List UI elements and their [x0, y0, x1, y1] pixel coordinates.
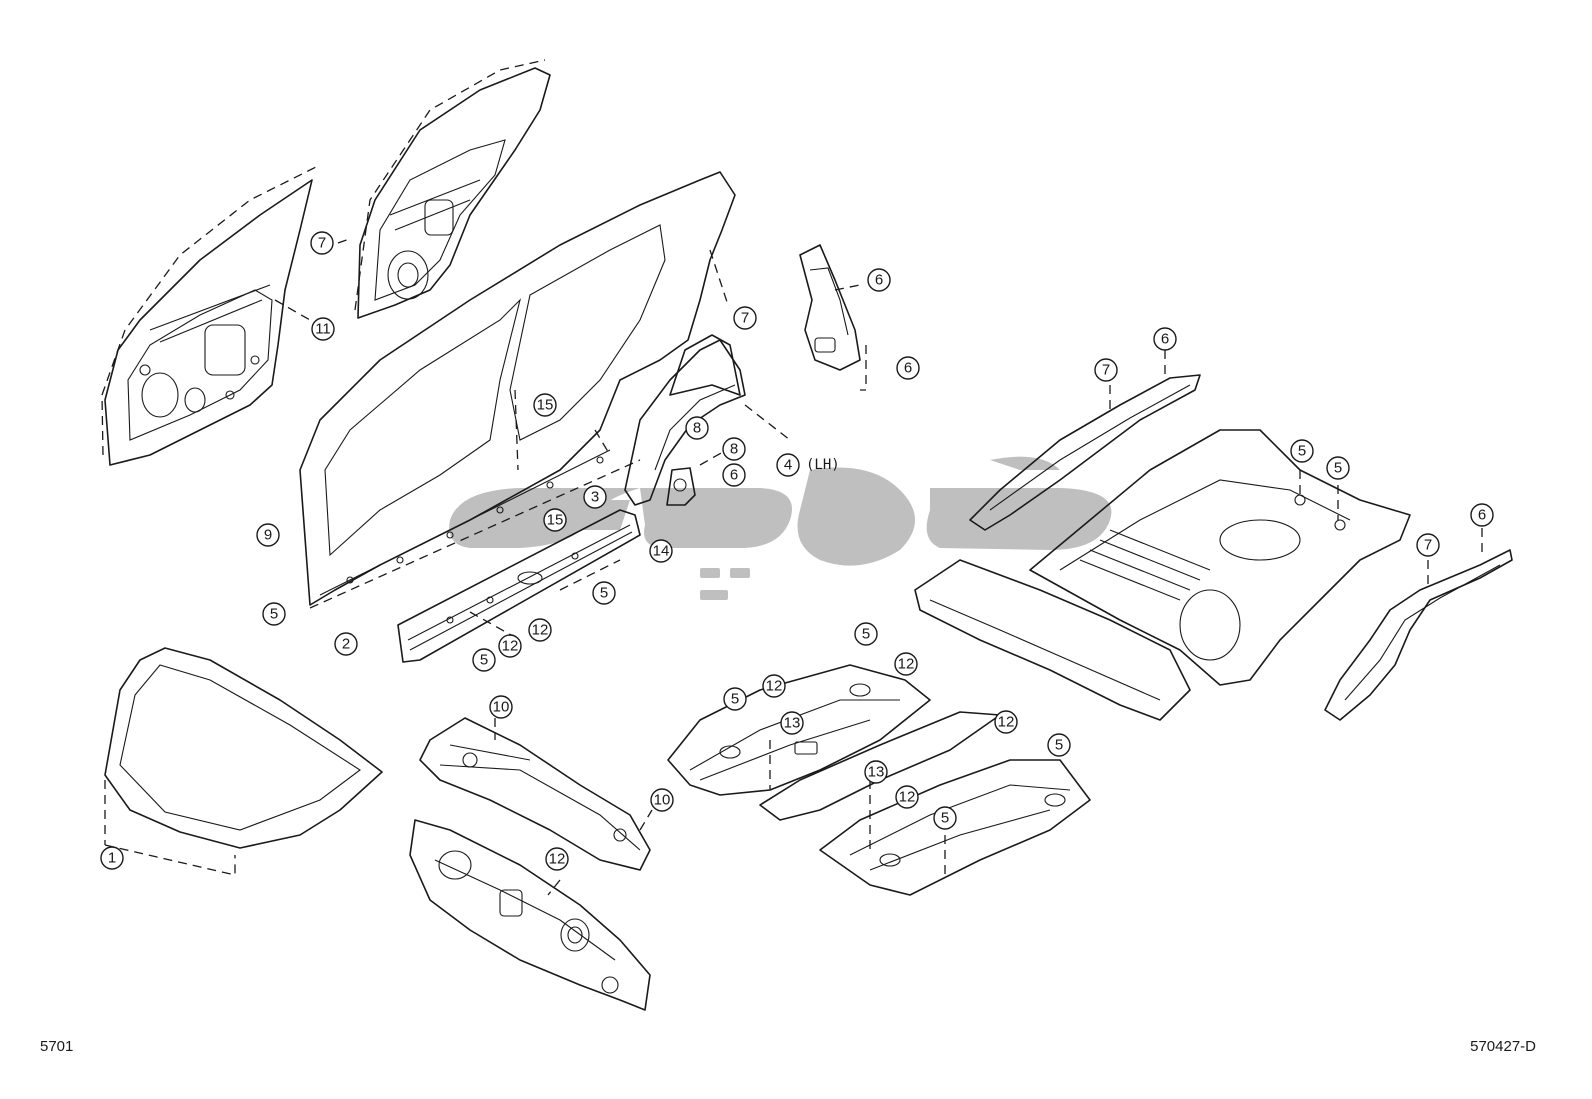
svg-text:13: 13: [784, 715, 801, 732]
front-door-panel: [101, 164, 321, 466]
callout-9: 9: [256, 523, 280, 547]
callout-6: 6: [1153, 327, 1177, 351]
svg-text:14: 14: [653, 543, 670, 560]
svg-text:12: 12: [502, 638, 519, 655]
callout-15: 15: [543, 508, 567, 532]
callout-5: 5: [1326, 456, 1350, 480]
cowl-top-panel: [419, 717, 653, 871]
rocker-sill-panel: [397, 509, 641, 663]
callout-8: 8: [722, 437, 746, 461]
callout-5: 5: [933, 806, 957, 830]
svg-text:11: 11: [315, 321, 331, 338]
svg-text:5: 5: [1298, 443, 1306, 460]
callout-5: 5: [1290, 439, 1314, 463]
svg-text:13: 13: [868, 764, 885, 781]
dash-panel: [409, 819, 651, 1011]
callout-13: 13: [780, 711, 804, 735]
callout-4: 4: [776, 453, 800, 477]
diagram-reference: 570427-D: [1470, 1038, 1536, 1055]
rear-side-member-left: [969, 350, 1201, 531]
side-tag: (LH): [806, 457, 840, 473]
svg-text:6: 6: [730, 467, 738, 484]
svg-text:15: 15: [537, 397, 554, 414]
svg-text:5: 5: [1334, 460, 1342, 477]
callout-8: 8: [685, 416, 709, 440]
quarter-inner-brace: [799, 244, 867, 391]
svg-text:5: 5: [270, 606, 278, 623]
callout-12: 12: [895, 785, 919, 809]
callout-15: 15: [533, 393, 557, 417]
hood-panel: [104, 647, 383, 876]
svg-text:8: 8: [730, 441, 738, 458]
callout-11: 11: [311, 317, 335, 341]
svg-text:15: 15: [547, 512, 564, 529]
callout-12: 12: [528, 618, 552, 642]
callout-12: 12: [498, 634, 522, 658]
callout-6: 6: [1470, 503, 1494, 527]
svg-text:12: 12: [998, 714, 1015, 731]
svg-text:7: 7: [741, 310, 749, 327]
svg-text:1: 1: [108, 850, 116, 867]
svg-text:3: 3: [591, 489, 599, 506]
callout-2: 2: [334, 632, 358, 656]
callout-3: 3: [583, 485, 607, 509]
svg-text:10: 10: [493, 699, 510, 716]
svg-text:5: 5: [1055, 737, 1063, 754]
rear-wheelhouse-panel: [624, 334, 791, 506]
body-side-outer-panel: [299, 171, 736, 609]
callout-12: 12: [545, 847, 569, 871]
svg-text:6: 6: [1478, 507, 1486, 524]
callout-6: 6: [867, 268, 891, 292]
page-reference: 5701: [40, 1038, 74, 1055]
callout-5: 5: [262, 602, 286, 626]
watermark-logo: [449, 456, 1112, 600]
svg-text:5: 5: [731, 691, 739, 708]
svg-text:5: 5: [600, 585, 608, 602]
callout-12: 12: [994, 710, 1018, 734]
callout-10: 10: [650, 788, 674, 812]
svg-text:12: 12: [899, 789, 916, 806]
svg-text:12: 12: [532, 622, 549, 639]
callout-5: 5: [592, 581, 616, 605]
callout-7: 7: [1094, 358, 1118, 382]
svg-text:9: 9: [264, 527, 272, 544]
svg-text:6: 6: [1161, 331, 1169, 348]
svg-text:6: 6: [904, 360, 912, 377]
svg-text:4: 4: [784, 457, 792, 474]
rear-side-member-right: [1324, 528, 1513, 721]
callout-14: 14: [649, 539, 673, 563]
svg-text:7: 7: [1102, 362, 1110, 379]
svg-text:2: 2: [342, 636, 350, 653]
rear-floor-panel: [914, 429, 1411, 721]
callout-12: 12: [762, 674, 786, 698]
svg-text:7: 7: [318, 235, 326, 252]
callout-5: 5: [854, 622, 878, 646]
svg-text:5: 5: [480, 652, 488, 669]
svg-text:8: 8: [693, 420, 701, 437]
callout-13: 13: [864, 760, 888, 784]
svg-text:12: 12: [898, 656, 915, 673]
svg-text:5: 5: [862, 626, 870, 643]
svg-text:10: 10: [654, 792, 671, 809]
svg-text:12: 12: [766, 678, 783, 695]
callout-10: 10: [489, 695, 513, 719]
callout-1: 1: [100, 846, 124, 870]
callout-6: 6: [896, 356, 920, 380]
svg-text:6: 6: [875, 272, 883, 289]
svg-text:7: 7: [1424, 537, 1432, 554]
callout-5: 5: [472, 648, 496, 672]
svg-text:12: 12: [549, 851, 566, 868]
svg-text:5: 5: [941, 810, 949, 827]
callout-6: 6: [722, 463, 746, 487]
callout-7: 7: [310, 231, 334, 255]
callout-5: 5: [723, 687, 747, 711]
rear-door-panel: [337, 59, 551, 319]
callout-7: 7: [733, 306, 757, 330]
callout-5: 5: [1047, 733, 1071, 757]
callout-12: 12: [894, 652, 918, 676]
callout-7: 7: [1416, 533, 1440, 557]
